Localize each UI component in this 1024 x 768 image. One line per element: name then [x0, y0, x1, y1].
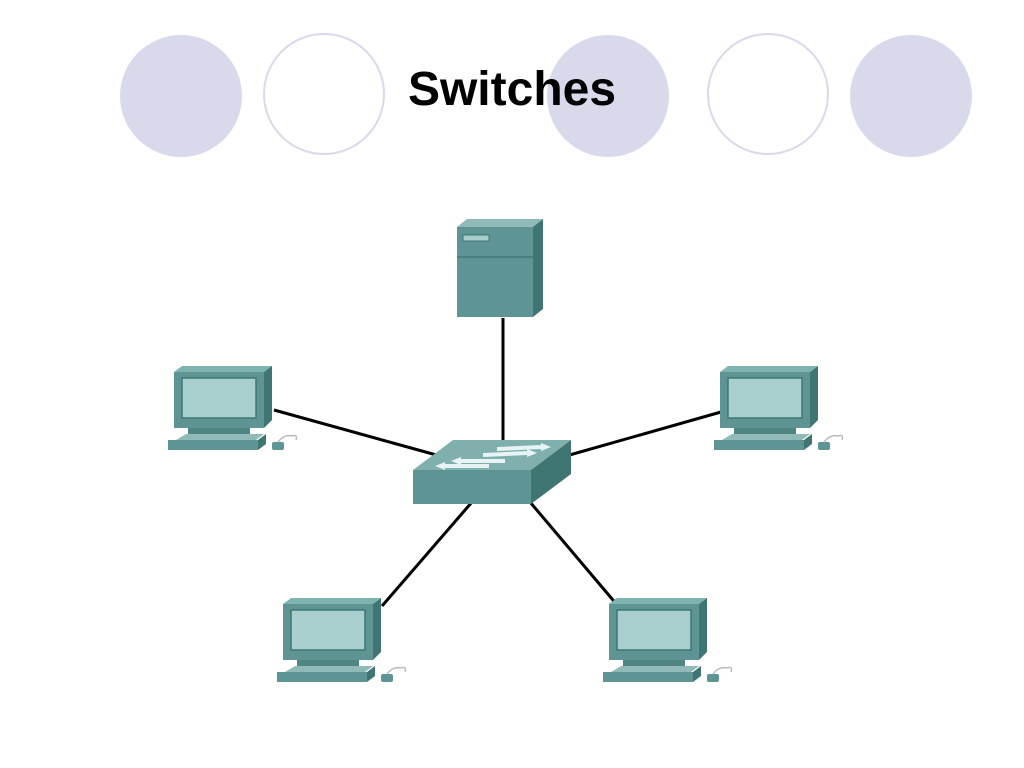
switch-icon — [413, 440, 571, 504]
link-switch-pc-left — [273, 408, 441, 458]
decor-circle-4 — [707, 33, 829, 155]
decor-circle-5 — [850, 35, 972, 157]
server-icon — [457, 219, 543, 317]
link-lines — [273, 318, 729, 607]
decor-circle-1 — [120, 35, 242, 157]
decor-circle-3 — [547, 35, 669, 157]
link-switch-pc-bottom-right — [528, 501, 620, 607]
workstation-icon — [602, 597, 733, 683]
workstation-icon — [167, 365, 298, 451]
link-switch-pc-bottom-left — [380, 501, 474, 607]
decor-circle-2 — [263, 33, 385, 155]
workstation-icon — [276, 597, 407, 683]
workstation-icon — [713, 365, 844, 451]
link-switch-pc-right — [565, 408, 729, 458]
slide-title: Switches — [407, 63, 617, 116]
